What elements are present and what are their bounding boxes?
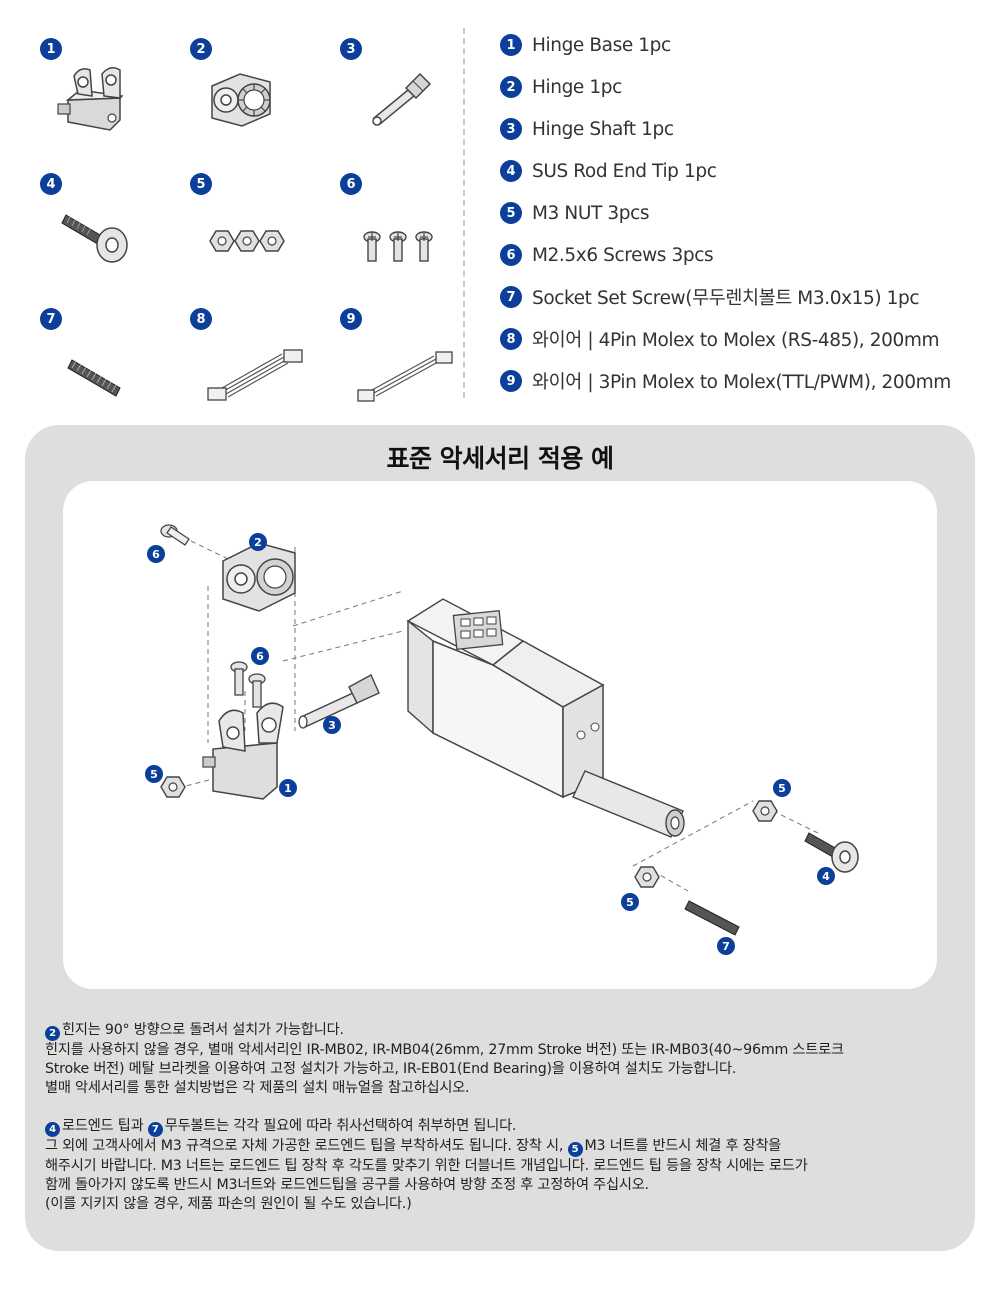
part-thumb-4: 4 — [30, 165, 170, 285]
nut-icon — [209, 230, 285, 252]
wire-3pin-icon — [357, 351, 453, 402]
number-badge: 7 — [500, 286, 522, 308]
note-line: 해주시기 바랍니다. M3 너트는 로드엔드 팁 장착 후 각도를 맞추기 위한… — [45, 1158, 808, 1174]
list-item: 1 Hinge Base 1pc — [500, 24, 990, 66]
inline-badge: 5 — [567, 1142, 583, 1157]
section-divider — [463, 28, 465, 398]
set-screw-icon — [67, 359, 121, 397]
set-screw-part — [684, 900, 740, 936]
note-line: Stroke 버전) 메탈 브라켓을 이용하여 고정 설치가 가능하고, IR-… — [45, 1061, 737, 1077]
part-label: Hinge Shaft 1pc — [532, 118, 674, 140]
assembly-drawing — [160, 524, 859, 936]
list-item: 8 와이어 | 4Pin Molex to Molex (RS-485), 20… — [500, 318, 990, 360]
list-item: 4 SUS Rod End Tip 1pc — [500, 150, 990, 192]
number-badge: 9 — [500, 370, 522, 392]
list-item: 5 M3 NUT 3pcs — [500, 192, 990, 234]
wire-4pin-icon — [207, 349, 303, 401]
parts-list: 1 Hinge Base 1pc 2 Hinge 1pc 3 Hinge Sha… — [500, 24, 990, 402]
diagram-badge-hinge-base: 1 — [279, 779, 297, 797]
list-item: 9 와이어 | 3Pin Molex to Molex(TTL/PWM), 20… — [500, 360, 990, 402]
part-number-badge: 4 — [40, 173, 62, 195]
diagram-badge-screw: 6 — [147, 545, 165, 563]
part-thumb-1: 1 — [30, 30, 170, 150]
actuator-body — [406, 598, 685, 838]
diagram-badge-nut: 5 — [773, 779, 791, 797]
part-thumb-7: 7 — [30, 300, 170, 420]
hinge-icon — [211, 73, 271, 127]
panel-title: 표준 악세서리 적용 예 — [386, 444, 614, 473]
screw-icon — [363, 231, 433, 262]
number-badge: 3 — [500, 118, 522, 140]
note-text: 그 외에 고객사에서 M3 규격으로 자체 가공한 로드엔드 팁을 부착하셔도 … — [45, 1138, 568, 1154]
note-text: 힌지는 90° 방향으로 돌려서 설치가 가능합니다. — [62, 1022, 344, 1038]
accessory-example-panel: 표준 악세서리 적용 예 — [25, 425, 975, 1251]
number-badge: 4 — [500, 160, 522, 182]
part-number-badge: 1 — [40, 38, 62, 60]
part-thumb-6: 6 — [330, 165, 470, 285]
part-thumb-9: 9 — [330, 300, 470, 420]
part-thumb-2: 2 — [180, 30, 320, 150]
note-text: 무두볼트는 각각 필요에 따라 취사선택하여 취부하면 됩니다. — [164, 1118, 517, 1134]
diagram-badge-shaft: 3 — [323, 716, 341, 734]
diagram-badge-hinge: 2 — [249, 533, 267, 551]
part-number-badge: 9 — [340, 308, 362, 330]
rod-end-part — [804, 832, 859, 873]
note-text: 로드엔드 팁과 — [62, 1118, 148, 1134]
part-thumb-3: 3 — [330, 30, 470, 150]
inline-badge: 2 — [45, 1026, 60, 1041]
part-number-badge: 7 — [40, 308, 62, 330]
part-label: Socket Set Screw(무두렌치볼트 M3.0x15) 1pc — [532, 288, 920, 309]
number-badge: 1 — [500, 34, 522, 56]
diagram-badge-nut: 5 — [621, 893, 639, 911]
diagram-badge-screw: 6 — [251, 647, 269, 665]
part-number-badge: 2 — [190, 38, 212, 60]
note-line: 힌지를 사용하지 않을 경우, 별매 악세서리인 IR-MB02, IR-MB0… — [45, 1042, 844, 1058]
screw-pair — [230, 661, 266, 708]
number-badge: 8 — [500, 328, 522, 350]
hinge-base-icon — [57, 67, 124, 131]
number-badge: 5 — [500, 202, 522, 224]
note-line: 그 외에 고객사에서 M3 규격으로 자체 가공한 로드엔드 팁을 부착하셔도 … — [45, 1137, 965, 1157]
part-label: 와이어 | 3Pin Molex to Molex(TTL/PWM), 200m… — [532, 372, 951, 393]
list-item: 2 Hinge 1pc — [500, 66, 990, 108]
diagram-badge-rod-end: 4 — [817, 867, 835, 885]
assembly-diagram: 6 2 6 3 5 1 5 4 5 7 — [63, 481, 937, 989]
screw-part — [160, 524, 190, 546]
diagram-badge-set-screw: 7 — [717, 937, 735, 955]
part-number-badge: 6 — [340, 173, 362, 195]
part-label: Hinge 1pc — [532, 76, 622, 98]
part-number-badge: 5 — [190, 173, 212, 195]
inline-badge: 4 — [45, 1122, 60, 1137]
note-line: (이를 지키지 않을 경우, 제품 파손의 원인이 될 수도 있습니다.) — [45, 1196, 412, 1212]
part-label: Hinge Base 1pc — [532, 34, 671, 56]
part-label: M3 NUT 3pcs — [532, 202, 650, 224]
hinge-shaft-icon — [372, 72, 432, 126]
inline-badge: 7 — [147, 1122, 163, 1137]
hinge-part — [222, 542, 296, 612]
hinge-base-part — [202, 702, 284, 800]
part-number-badge: 8 — [190, 308, 212, 330]
part-label: 와이어 | 4Pin Molex to Molex (RS-485), 200m… — [532, 330, 940, 351]
shaft-part — [298, 674, 380, 729]
spacer — [45, 1098, 965, 1117]
number-badge: 2 — [500, 76, 522, 98]
note-text: M3 너트를 반드시 체결 후 장착을 — [584, 1138, 782, 1154]
part-thumb-5: 5 — [180, 165, 320, 285]
part-label: M2.5x6 Screws 3pcs — [532, 244, 714, 266]
part-label: SUS Rod End Tip 1pc — [532, 160, 717, 182]
list-item: 6 M2.5x6 Screws 3pcs — [500, 234, 990, 276]
diagram-badge-nut: 5 — [145, 765, 163, 783]
number-badge: 6 — [500, 244, 522, 266]
note-line: 함께 돌아가지 않도록 반드시 M3너트와 로드엔드팁을 공구를 사용하여 방향… — [45, 1177, 649, 1193]
rod-end-tip-icon — [61, 214, 128, 263]
list-item: 3 Hinge Shaft 1pc — [500, 108, 990, 150]
parts-thumbnail-grid: 1 2 3 — [30, 30, 453, 402]
part-number-badge: 3 — [340, 38, 362, 60]
list-item: 7 Socket Set Screw(무두렌치볼트 M3.0x15) 1pc — [500, 276, 990, 318]
note-line: 별매 악세서리를 통한 설치방법은 각 제품의 설치 매뉴얼을 참고하십시오. — [45, 1080, 470, 1096]
part-thumb-8: 8 — [180, 300, 320, 420]
